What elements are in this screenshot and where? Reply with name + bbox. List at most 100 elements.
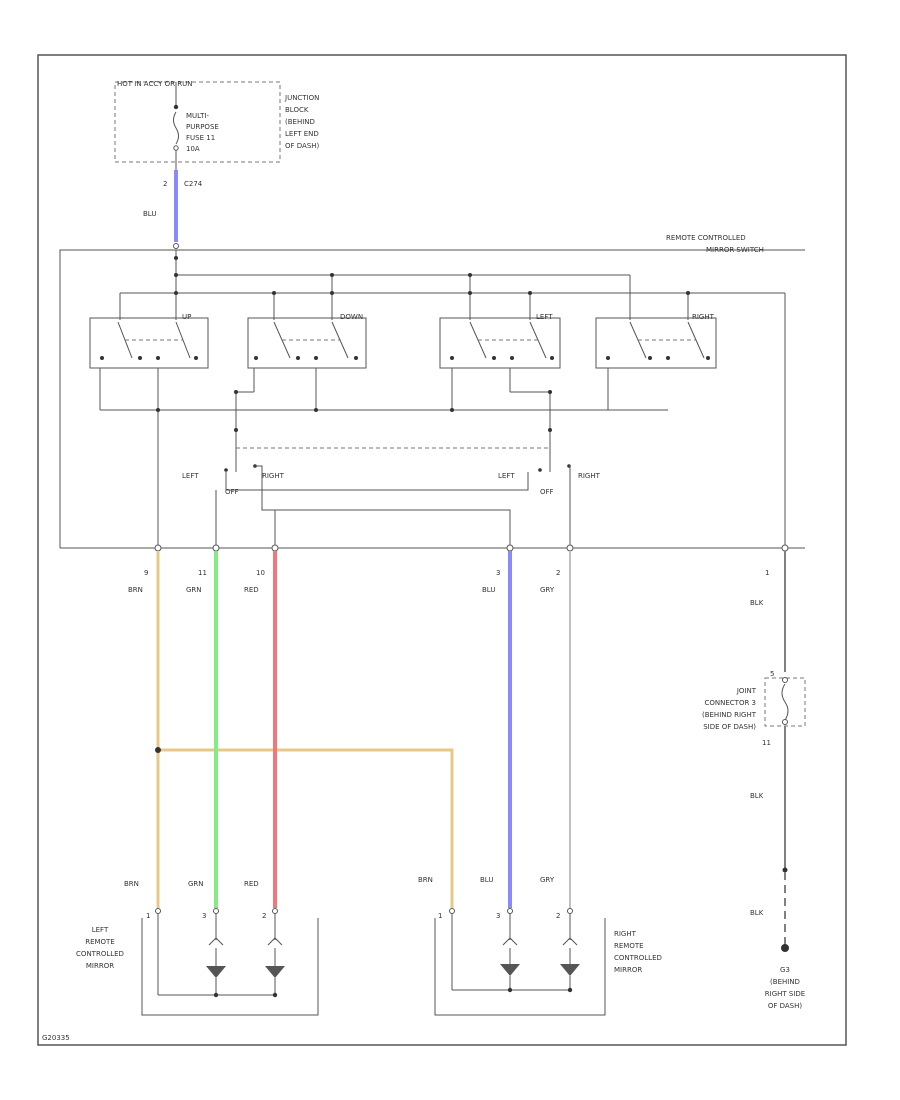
junction-block-label: JUNCTION BLOCK (BEHIND LEFT END OF DASH) [284, 94, 320, 150]
junction-dot [174, 291, 178, 295]
switch-label-right: RIGHT [692, 313, 715, 321]
internal-wire [569, 465, 571, 545]
fuse-top-terminal [173, 104, 179, 110]
contact [100, 356, 104, 360]
selector-contact [538, 468, 542, 472]
motor-icon [265, 948, 285, 995]
selector-off-label: OFF [540, 488, 554, 496]
joint-pin [782, 677, 788, 683]
contact [550, 356, 554, 360]
junction-dot [174, 273, 178, 277]
connector-chevron-icon [502, 937, 518, 946]
selector-contact [224, 468, 228, 472]
switch-title-line1: REMOTE CONTROLLED [666, 234, 746, 242]
motor-body [206, 966, 226, 978]
contact [254, 356, 258, 360]
contact [510, 356, 514, 360]
wire-color-label: GRN [188, 880, 204, 888]
motor-icon [500, 948, 520, 990]
junction-dot [272, 291, 276, 295]
switch-up: UP [89, 313, 209, 369]
wire-brn-branch [158, 748, 454, 908]
junction-dot [156, 408, 160, 412]
selector-left-label: LEFT [182, 472, 199, 480]
mirror-label-line: REMOTE [85, 938, 115, 946]
junction-dot [548, 390, 552, 394]
switch-title-line2: MIRROR SWITCH [706, 246, 764, 254]
fuse-line: MULTI- [186, 112, 209, 120]
mirror-pin: 2 [556, 912, 560, 920]
connector-chevron-icon [562, 937, 578, 946]
wire-blu-top-label: BLU [143, 210, 156, 218]
right-mirror: BRN BLU GRY 1 3 2 RIGHT REMOTE CONTROLLE… [418, 876, 662, 1016]
mirror-label-line: LEFT [92, 926, 109, 934]
internal-wire [255, 465, 511, 545]
mirror-label-line: CONTROLLED [76, 950, 124, 958]
selector-left-label: LEFT [498, 472, 515, 480]
junction-line: LEFT END [285, 130, 319, 138]
switch-pin-1 [781, 544, 789, 552]
switch-pin-3 [506, 544, 514, 552]
selector-right-label: RIGHT [578, 472, 601, 480]
motor-icon [206, 948, 226, 995]
contact [450, 356, 454, 360]
ground-label: G3 (BEHIND RIGHT SIDE OF DASH) [765, 966, 805, 1010]
junction-line: BLOCK [285, 106, 309, 114]
connector-chevron-icon [267, 937, 283, 946]
left-mirror: BRN GRN RED 1 3 2 LEFT REMOTE CONTROLLED… [76, 880, 319, 1016]
wire-color-label: BRN [418, 876, 433, 884]
switch-box [89, 317, 209, 369]
switch-pin-9 [154, 544, 162, 552]
joint-link [781, 683, 789, 721]
switch-label-up: UP [182, 313, 191, 321]
mirror-pin: 1 [146, 912, 150, 920]
hot-box [114, 81, 281, 163]
junction-line: JUNCTION [284, 94, 319, 102]
pin-number: 10 [256, 569, 265, 577]
mirror-terminal [507, 908, 513, 914]
ground-line: OF DASH) [768, 1002, 803, 1010]
c274-label: C274 [184, 180, 203, 188]
switch-pin-2 [566, 544, 574, 552]
contact [606, 356, 610, 360]
contact [354, 356, 358, 360]
contact [492, 356, 496, 360]
contact [648, 356, 652, 360]
connector-chevron-icon [208, 937, 224, 946]
junction-dot [330, 291, 334, 295]
mirror-terminal [272, 908, 278, 914]
ground-line: RIGHT SIDE [765, 990, 805, 998]
joint-line: (BEHIND RIGHT [702, 711, 757, 719]
mirror-pin: 3 [496, 912, 500, 920]
wire-color-label: RED [244, 880, 259, 888]
pin-number: 9 [144, 569, 148, 577]
junction-dot [507, 987, 513, 993]
wire-color-label: GRY [540, 586, 555, 594]
junction-dot [272, 992, 278, 998]
junction-dot [234, 428, 238, 432]
motor-body [500, 964, 520, 976]
fuse-icon [173, 111, 179, 145]
pin-number: 3 [496, 569, 500, 577]
selector-right-label: RIGHT [262, 472, 285, 480]
switch-label-down: DOWN [340, 313, 363, 321]
mirror-terminal [449, 908, 455, 914]
fuse-line: 10A [186, 145, 200, 153]
wire-color-label: BLK [750, 599, 764, 607]
junction-dot [174, 256, 178, 260]
junction-dot [314, 408, 318, 412]
switch-down: DOWN [247, 313, 367, 369]
diagram-id: G20335 [42, 1034, 70, 1042]
wire-color-label: BRN [124, 880, 139, 888]
hot-box-label: HOT IN ACCY OR RUN [117, 80, 192, 88]
switch-box [595, 317, 717, 369]
wire-color-label: GRN [186, 586, 202, 594]
junction-dot [468, 273, 472, 277]
motor-icon [560, 948, 580, 990]
joint-pin-bottom: 11 [762, 739, 771, 747]
switch-pin-10 [271, 544, 279, 552]
fuse-bottom-terminal [173, 145, 179, 151]
joint-line: JOINT [736, 687, 757, 695]
mirror-housing [141, 918, 319, 1016]
